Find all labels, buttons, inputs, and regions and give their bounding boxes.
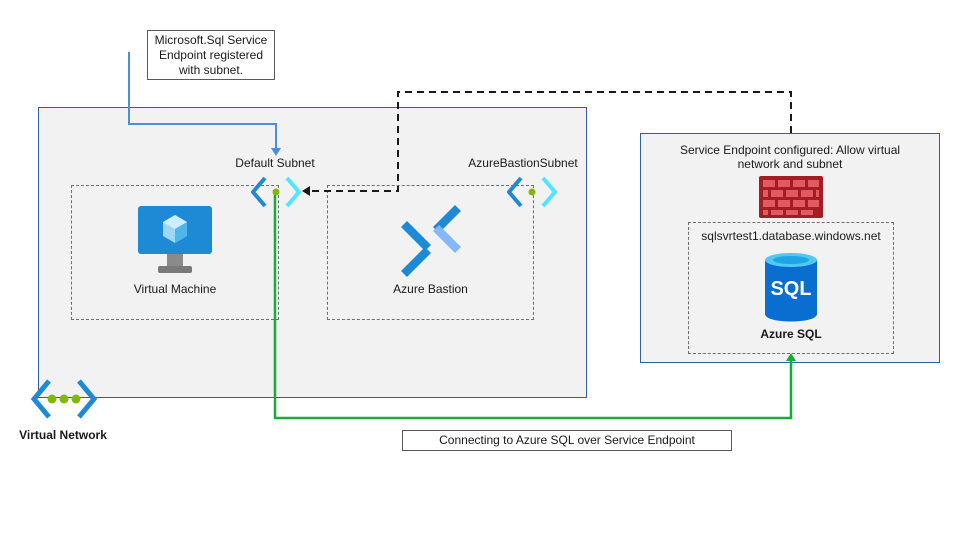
callout-arrowhead xyxy=(271,148,281,156)
green-connection-line xyxy=(273,190,793,420)
sql-icon-text: SQL xyxy=(770,278,812,300)
callout-connector xyxy=(128,52,277,150)
azure-sql-icon xyxy=(765,253,817,322)
sql-panel-title-line-1: Service Endpoint configured: Allow virtu… xyxy=(679,143,901,157)
virtual-network-label: Virtual Network xyxy=(19,428,107,442)
default-subnet-box xyxy=(71,185,279,320)
green-arrowhead xyxy=(786,353,796,361)
connection-label: Connecting to Azure SQL over Service End… xyxy=(402,430,732,451)
default-subnet-icon xyxy=(251,176,301,208)
virtual-machine-label: Virtual Machine xyxy=(133,282,217,296)
sql-service-panel xyxy=(640,133,940,363)
default-subnet-label: Default Subnet xyxy=(235,156,315,170)
sql-server-label: sqlsvrtest1.database.windows.net xyxy=(701,229,881,243)
sql-panel-title: Service Endpoint configured: Allow virtu… xyxy=(640,143,940,171)
bastion-subnet-box xyxy=(327,185,534,320)
azure-bastion-label: Azure Bastion xyxy=(393,282,468,296)
callout-line-3: with subnet. xyxy=(178,63,244,77)
azure-sql-label: Azure SQL xyxy=(760,327,822,341)
callout-line-2: Endpoint registered xyxy=(158,48,264,62)
callout-line-1: Microsoft.Sql Service xyxy=(154,33,268,47)
azure-bastion-icon xyxy=(401,205,461,277)
sql-panel-title-line-2: network and subnet xyxy=(737,157,843,171)
virtual-network-icon xyxy=(31,379,97,419)
bastion-subnet-label: AzureBastionSubnet xyxy=(468,156,578,170)
virtual-network-container xyxy=(38,107,587,398)
service-endpoint-dashed-connector xyxy=(309,91,792,192)
service-endpoint-callout: Microsoft.Sql Service Endpoint registere… xyxy=(147,30,275,80)
virtual-machine-icon xyxy=(138,206,212,273)
bastion-subnet-icon xyxy=(507,176,557,208)
dashed-arrowhead xyxy=(302,186,310,196)
firewall-icon xyxy=(759,176,823,218)
